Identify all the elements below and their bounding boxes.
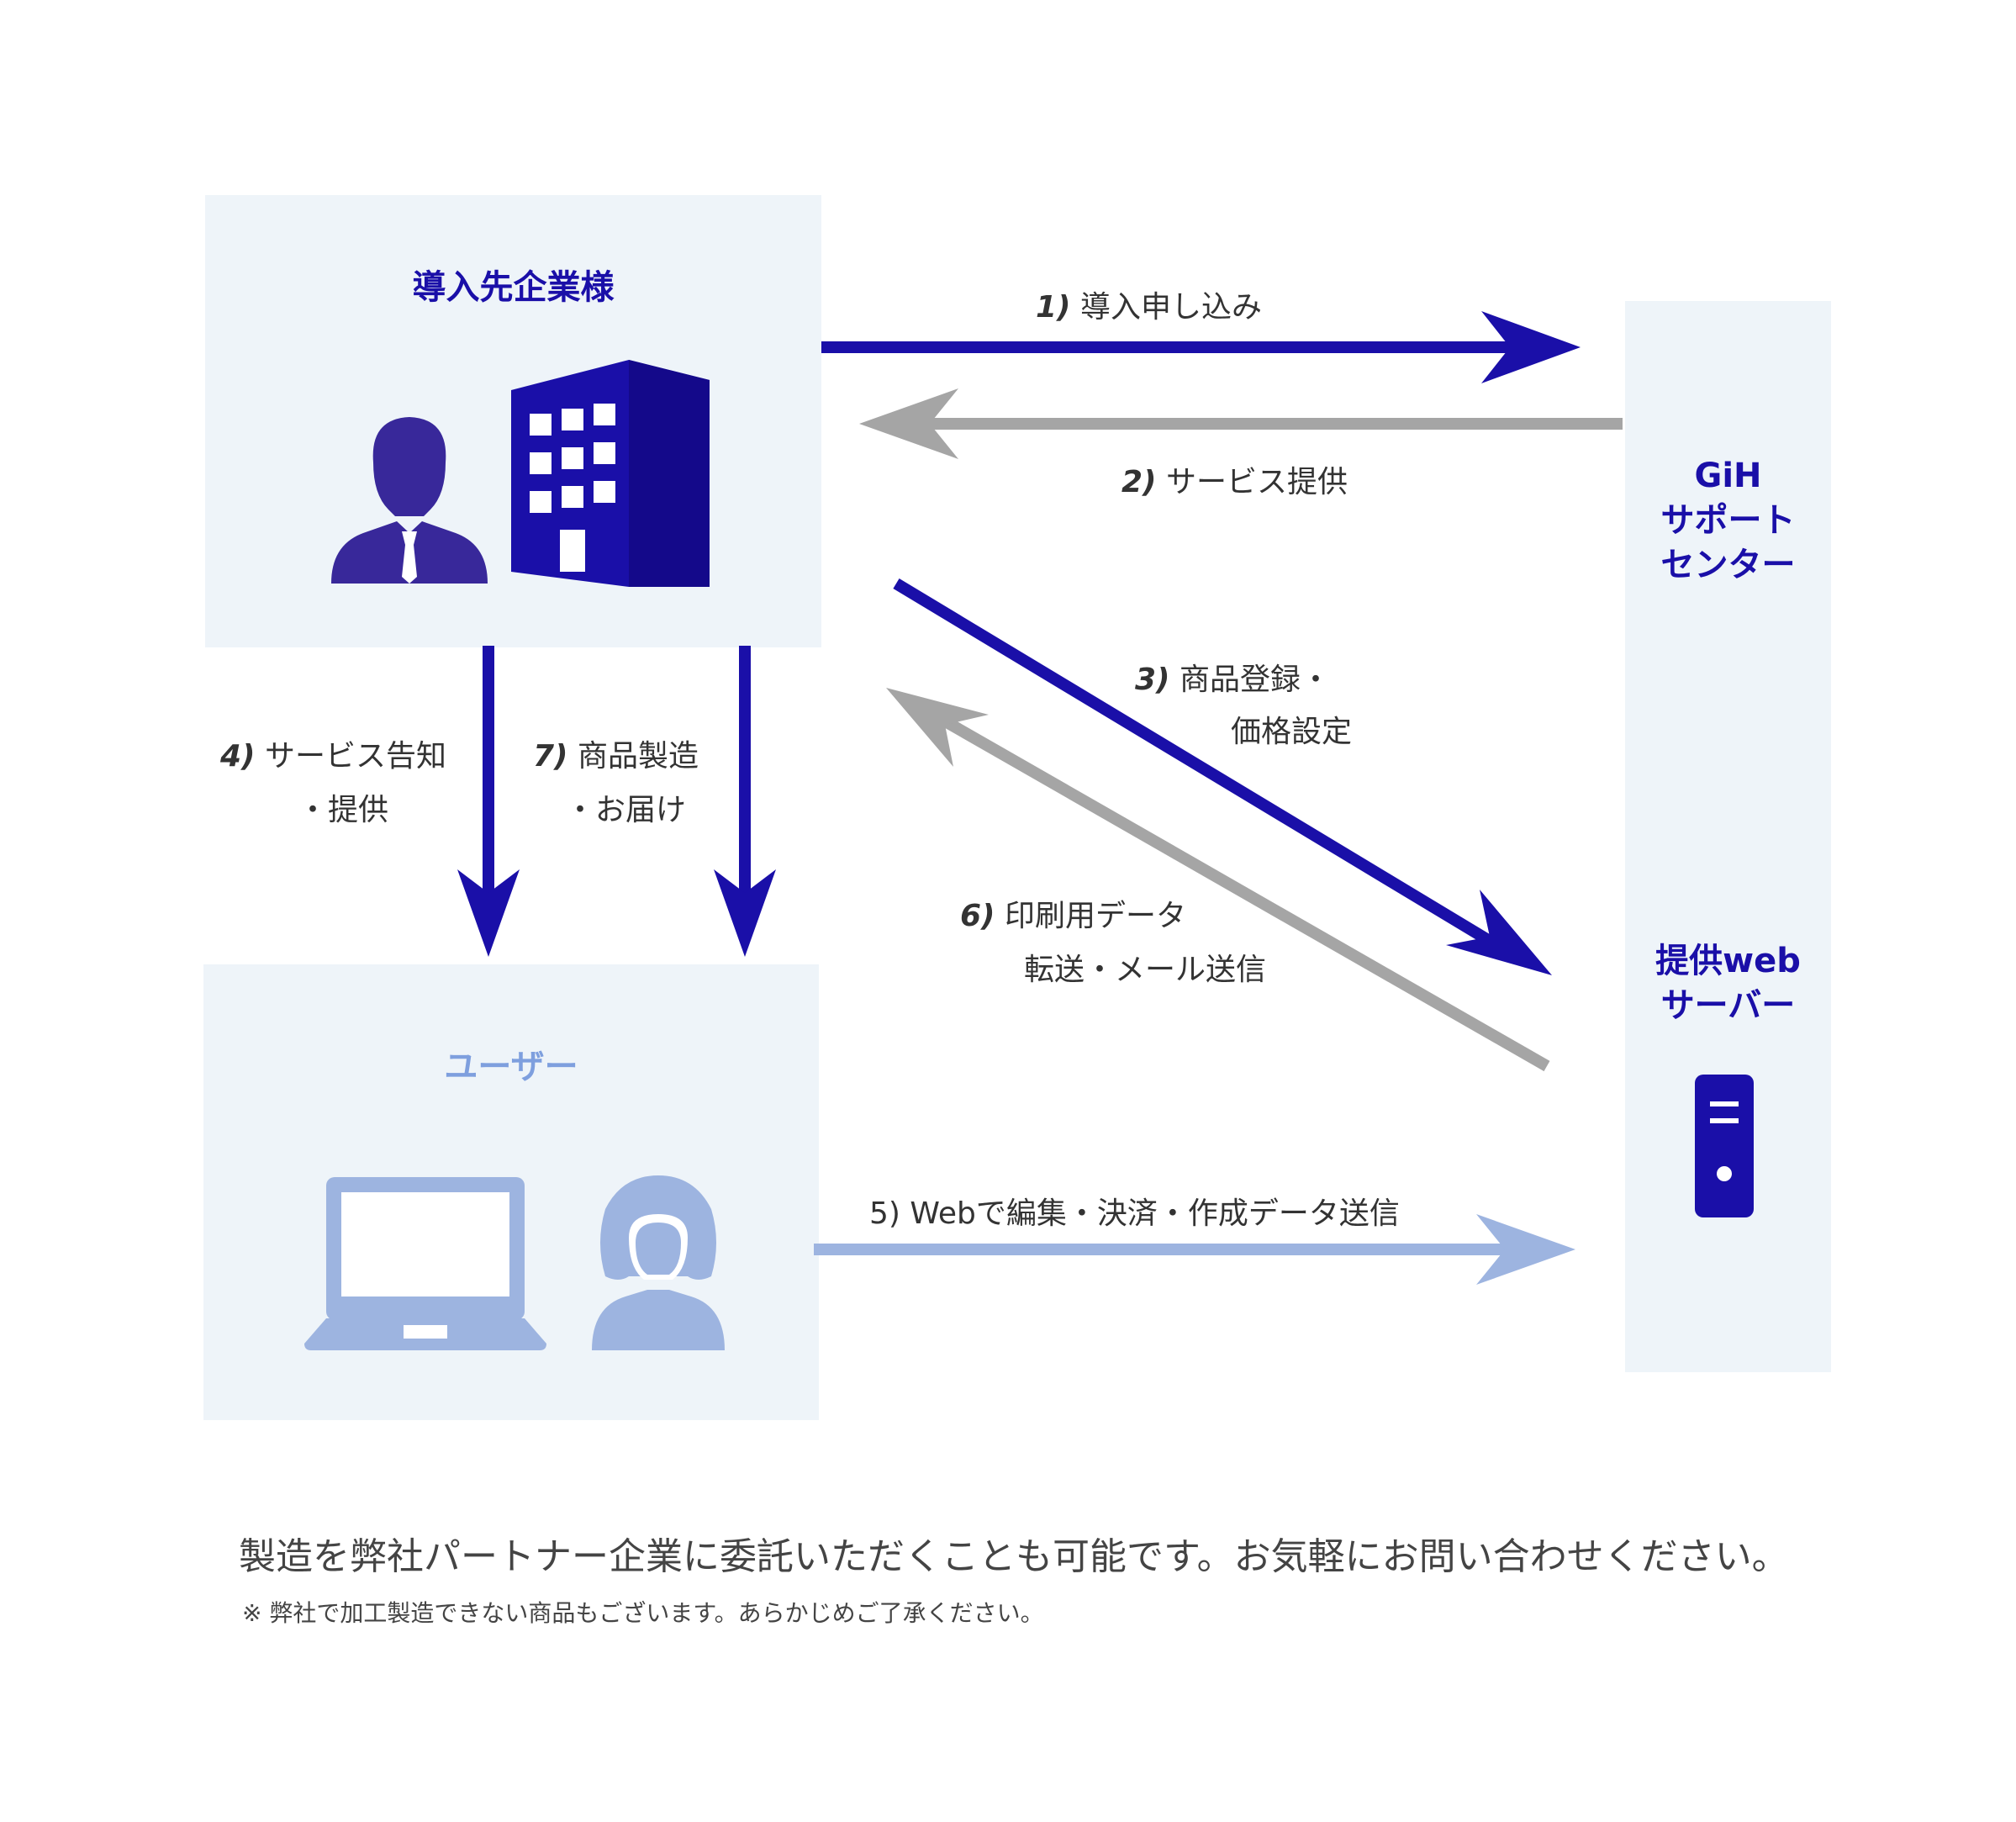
arrow-7	[714, 646, 776, 957]
flow-label-5: 5) Webで編集・決済・作成データ送信	[869, 1189, 1400, 1233]
arrow-5	[814, 1214, 1575, 1285]
flow-text: サービス告知	[264, 739, 446, 774]
user-title: ユーザー	[444, 1048, 578, 1086]
server-icon	[1695, 1075, 1754, 1217]
note-sub: ※ 弊社で加工製造できない商品もございます。あらかじめご了承ください。	[242, 1599, 1044, 1627]
flow-label-1: 1) 導入申し込み	[1036, 283, 1262, 326]
flow-label-2: 2) サービス提供	[1121, 457, 1348, 501]
flow-text: 転送・メール送信	[1024, 953, 1267, 987]
person-icon	[331, 417, 488, 584]
flow-text: Webで編集・決済・作成データ送信	[910, 1196, 1400, 1231]
flow-label-4: 4) サービス告知 ・提供	[220, 730, 446, 837]
support-title-line: サポート	[1660, 501, 1796, 540]
flow-label-6: 6) 印刷用データ 転送・メール送信	[960, 890, 1266, 997]
flow-number: 2)	[1121, 465, 1157, 499]
server-title-line: サーバー	[1660, 986, 1796, 1025]
arrow-1	[821, 311, 1581, 383]
client-title: 導入先企業様	[412, 268, 615, 307]
flow-number: 5)	[869, 1196, 900, 1231]
flow-number: 3)	[1135, 663, 1170, 697]
flow-text: 商品登録・	[1179, 663, 1331, 697]
arrow-6	[886, 688, 1550, 1072]
flow-text: 価格設定	[1231, 715, 1353, 749]
support-title-line: センター	[1660, 546, 1796, 584]
arrow-2	[859, 388, 1623, 459]
arrow-4	[457, 646, 520, 957]
laptop-icon	[304, 1177, 546, 1350]
flow-number: 6)	[960, 899, 995, 933]
flow-text: ・提供	[298, 793, 389, 827]
flow-text: ・お届け	[565, 793, 687, 827]
flow-text: 商品製造	[577, 739, 699, 774]
support-title: GiH サポート センター	[1625, 454, 1831, 588]
server-title-line: 提供web	[1655, 942, 1801, 980]
building-icon	[511, 360, 710, 587]
flow-text: 印刷用データ	[1004, 899, 1186, 933]
support-title-line: GiH	[1694, 457, 1762, 495]
flow-number: 7)	[533, 739, 568, 774]
flow-text: サービス提供	[1165, 465, 1348, 499]
flow-label-7: 7) 商品製造 ・お届け	[533, 730, 699, 837]
server-title: 提供web サーバー	[1625, 939, 1831, 1028]
flow-label-3: 3) 商品登録・ 価格設定	[1135, 654, 1352, 758]
arrow-3	[893, 578, 1552, 975]
flow-text: 導入申し込み	[1079, 290, 1262, 325]
note-main: 製造を弊社パートナー企業に委託いただくことも可能です。お気軽にお問い合わせくださ…	[239, 1535, 1789, 1578]
woman-icon	[592, 1175, 725, 1350]
flow-number: 4)	[220, 739, 256, 774]
flow-number: 1)	[1036, 290, 1071, 325]
